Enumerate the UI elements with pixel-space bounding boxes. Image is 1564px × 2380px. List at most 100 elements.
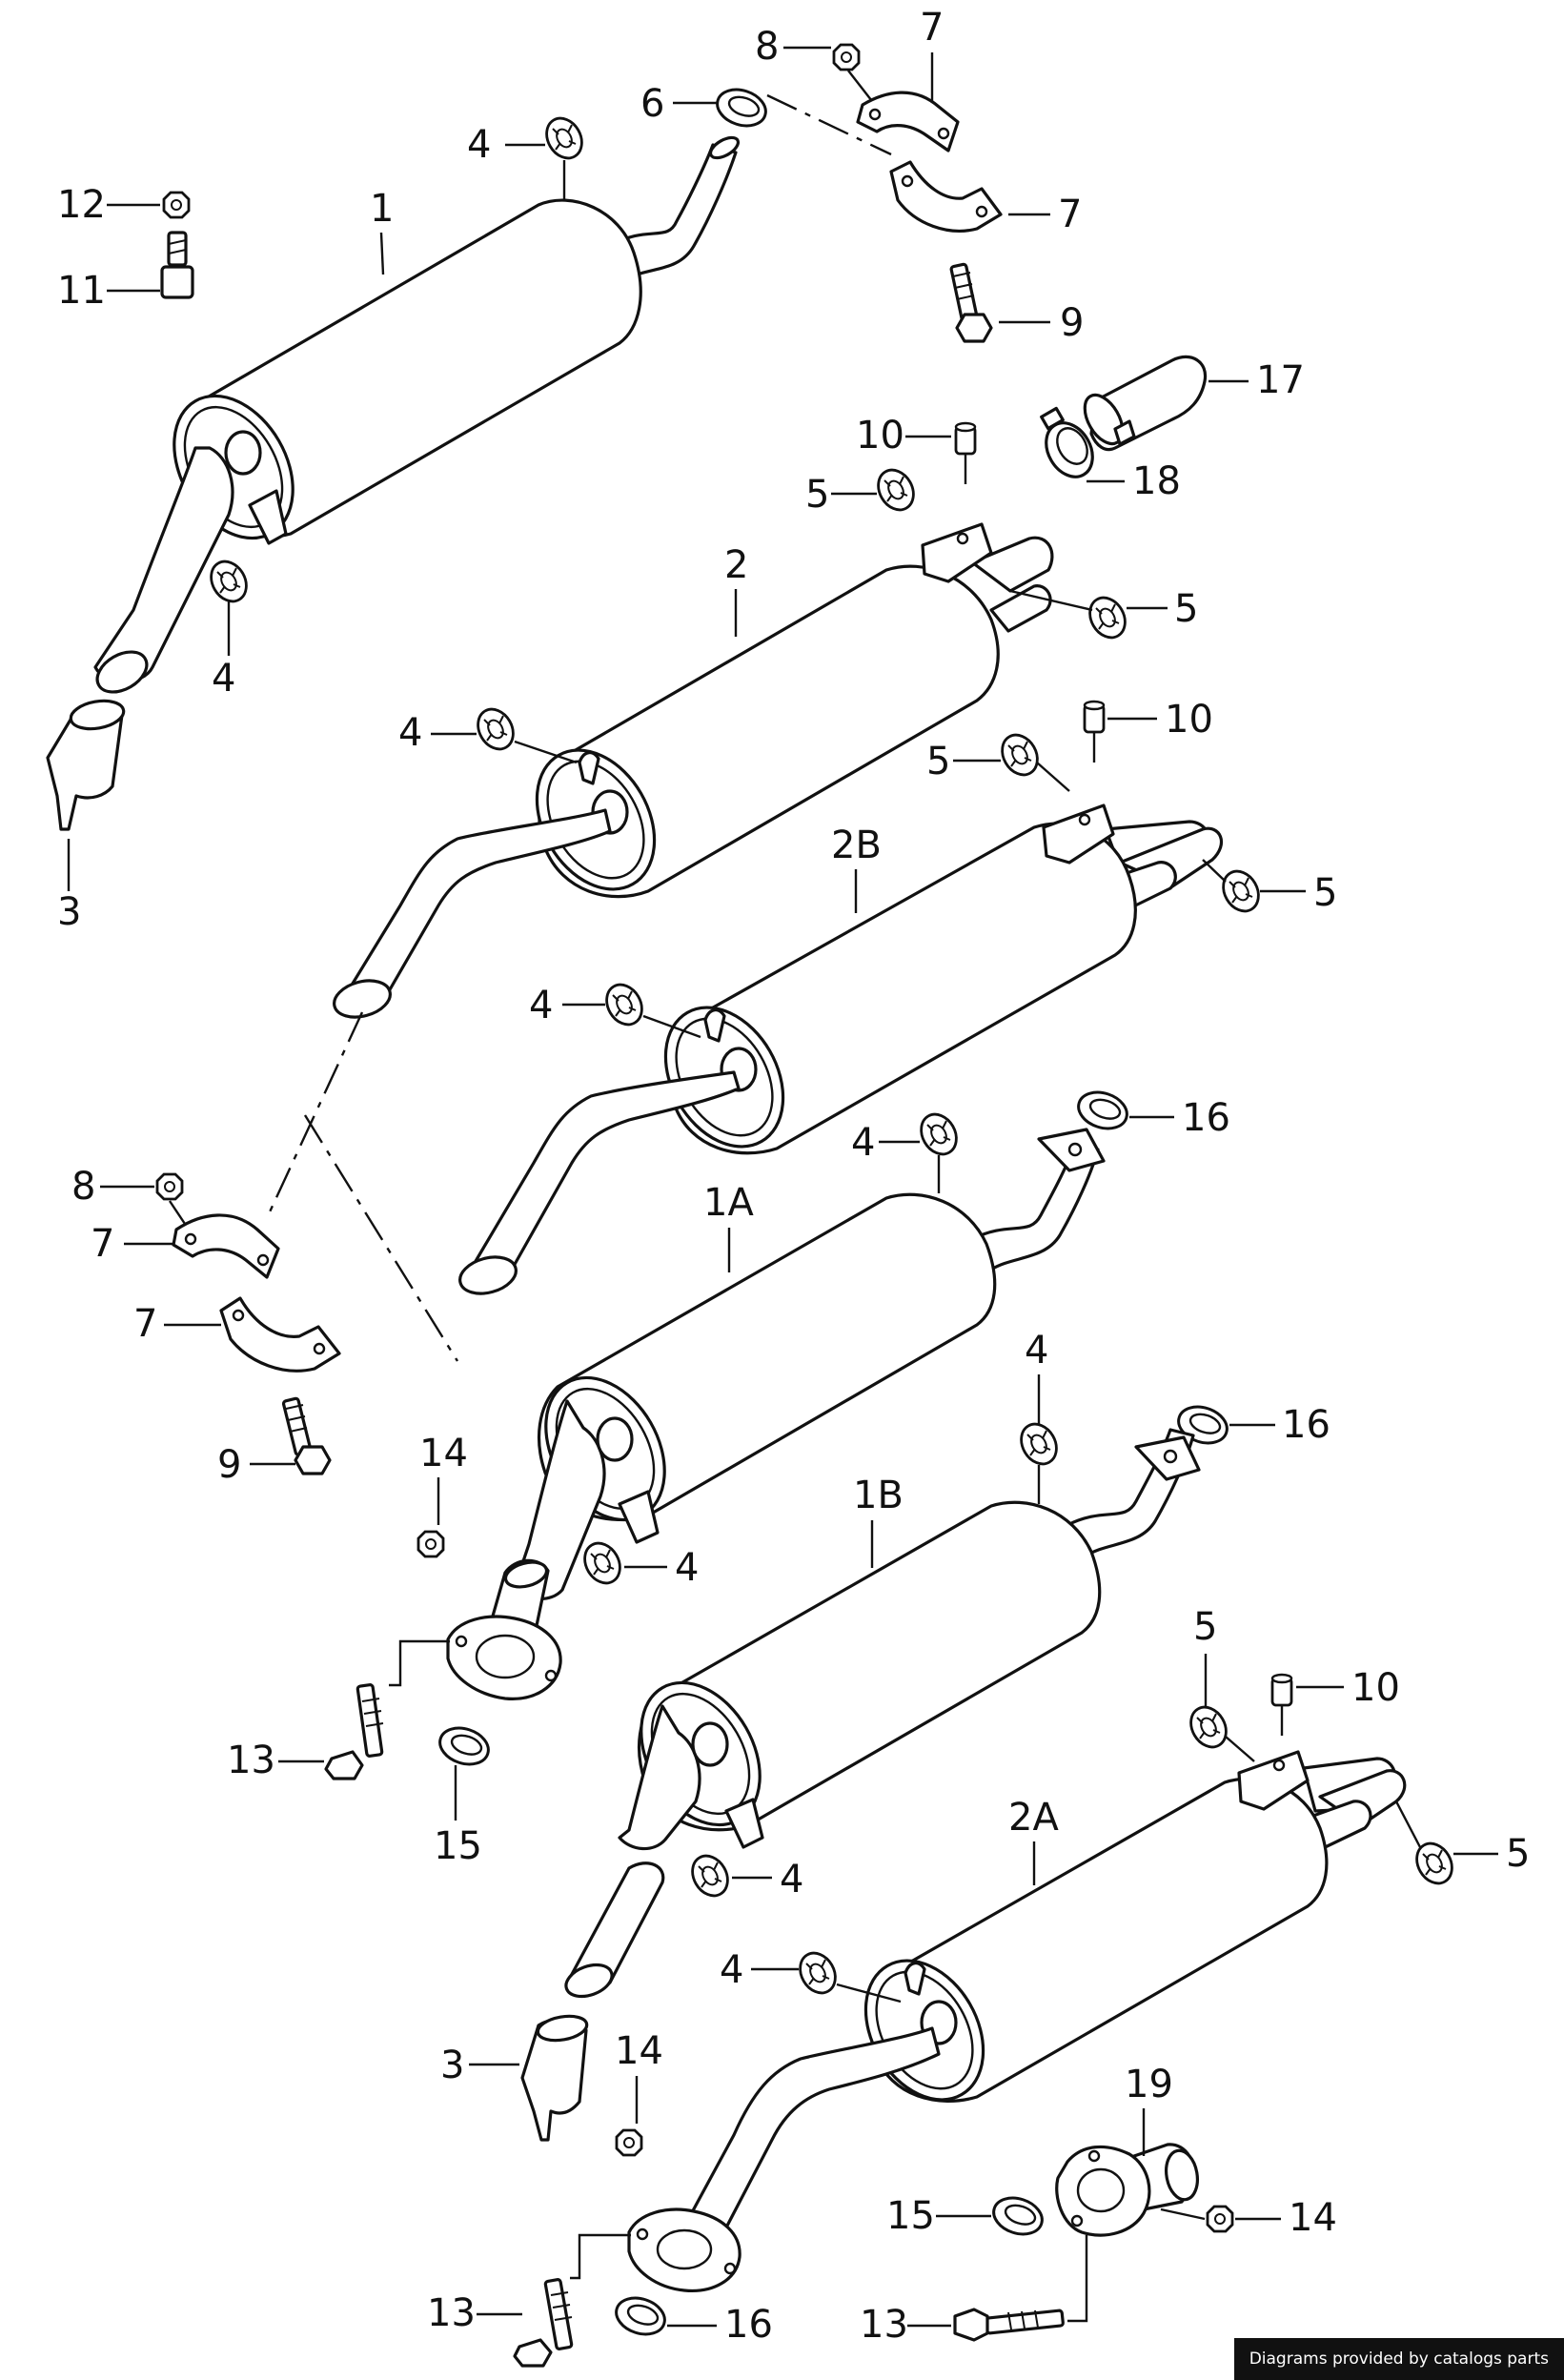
ring-15-a [434, 1720, 495, 1772]
callout-19: 19 [1125, 2063, 1173, 2106]
silencer-1B [618, 1428, 1201, 1851]
callout-6: 6 [640, 82, 664, 126]
washer-5-d [1214, 864, 1268, 919]
washer-4-c [469, 702, 522, 757]
pipe-segment [564, 1861, 665, 1999]
callout-1B: 1B [853, 1474, 904, 1517]
callout-4-a: 4 [467, 123, 491, 167]
bolt-13-c [953, 2308, 1065, 2342]
washer-4-f [576, 1536, 629, 1591]
flange-pipe-mid [446, 1558, 562, 1700]
callout-8-mid: 8 [71, 1165, 95, 1209]
callout-7-mid-a: 7 [91, 1222, 114, 1266]
callout-2A: 2A [1008, 1796, 1059, 1840]
bolt-11 [160, 231, 194, 299]
ring-16-c [610, 2290, 671, 2342]
nut-14-a [416, 1530, 445, 1558]
ring-15-b [987, 2190, 1048, 2242]
callout-7-top-a: 7 [920, 6, 944, 50]
adapter-3-bottom [520, 2014, 589, 2142]
washer-4-d [598, 977, 651, 1032]
callout-2: 2 [724, 543, 748, 587]
silencer-2 [333, 522, 1054, 1019]
flange-pipe-19 [1055, 2143, 1199, 2237]
bolt-13-a [324, 1683, 384, 1780]
callout-7-top-b: 7 [1058, 193, 1082, 236]
callout-3-bottom: 3 [440, 2044, 464, 2087]
callout-4-g: 4 [1025, 1329, 1048, 1373]
washer-5-b [1081, 590, 1134, 645]
callout-5-f: 5 [1506, 1832, 1530, 1876]
washer-4-b [202, 554, 255, 609]
callout-11: 11 [57, 269, 106, 313]
callout-10-c: 10 [1351, 1666, 1400, 1710]
bolt-13-b [513, 2278, 574, 2368]
bolt-9-top [949, 262, 993, 343]
callout-2B: 2B [831, 824, 882, 867]
callout-7-mid-b: 7 [133, 1302, 157, 1346]
callout-1A: 1A [703, 1181, 754, 1225]
callout-16-b: 16 [1282, 1403, 1330, 1447]
catalog-credit: Diagrams provided by catalogs parts [1233, 2338, 1564, 2380]
cap-10-b [1083, 700, 1106, 764]
callout-4-c: 4 [398, 711, 422, 755]
adapter-3-top [46, 699, 126, 831]
flange-pipe-bottom [627, 2207, 741, 2292]
washer-5-f [1408, 1836, 1461, 1891]
clamp-7-top-upper [856, 91, 960, 153]
callout-4-e: 4 [851, 1121, 875, 1165]
callout-16-c: 16 [724, 2303, 773, 2347]
ring-6 [711, 82, 772, 133]
washer-5-c [993, 727, 1046, 783]
callout-4-f: 4 [675, 1546, 699, 1590]
nut-8-mid [155, 1172, 184, 1201]
callout-4-i: 4 [720, 1948, 743, 1992]
washer-5-a [869, 462, 923, 518]
cap-10-c [1270, 1673, 1293, 1738]
callout-18: 18 [1132, 459, 1181, 503]
callout-12: 12 [57, 183, 106, 227]
silencer-1A [513, 1128, 1106, 1600]
nut-8-top [832, 43, 861, 71]
nut-12 [162, 191, 191, 219]
callout-5-a: 5 [805, 473, 829, 517]
nut-14-b [615, 2128, 643, 2157]
clamp-7-mid-upper [172, 1213, 280, 1279]
clamp-7-mid-lower [219, 1296, 341, 1373]
callout-17: 17 [1256, 358, 1305, 402]
callout-1: 1 [370, 187, 394, 231]
silencer-2B [458, 804, 1224, 1295]
callout-13-a: 13 [227, 1739, 275, 1782]
callout-15-b: 15 [886, 2194, 935, 2238]
callout-10-a: 10 [856, 414, 904, 458]
callout-13-c: 13 [860, 2303, 908, 2347]
callout-4-d: 4 [529, 984, 553, 1027]
washer-4-a [538, 111, 591, 166]
callout-16-a: 16 [1182, 1096, 1230, 1140]
callout-14-b: 14 [615, 2029, 663, 2073]
callout-3-top: 3 [57, 890, 81, 934]
tailpipe-17 [1083, 355, 1208, 452]
callout-14-a: 14 [419, 1432, 468, 1475]
bolt-9-mid [281, 1396, 332, 1475]
ring-16-a [1072, 1085, 1133, 1136]
callout-5-c: 5 [926, 740, 950, 783]
callout-5-d: 5 [1313, 871, 1337, 915]
callout-9-mid: 9 [217, 1443, 241, 1487]
callout-8-top: 8 [755, 25, 779, 69]
washer-4-e [912, 1107, 965, 1162]
callout-15-a: 15 [434, 1824, 482, 1868]
clamp-7-top-lower [889, 160, 1003, 233]
cap-10-a [954, 421, 977, 486]
callout-10-b: 10 [1165, 698, 1213, 742]
washer-4-i [791, 1945, 844, 2001]
nut-14-c [1206, 2205, 1234, 2233]
callout-5-e: 5 [1193, 1605, 1217, 1649]
washer-5-e [1182, 1699, 1235, 1755]
callout-5-b: 5 [1174, 587, 1198, 631]
callout-14-c: 14 [1289, 2196, 1337, 2240]
washer-4-h [683, 1848, 737, 1903]
callout-9-top: 9 [1060, 301, 1084, 345]
clip-18 [1040, 406, 1094, 478]
